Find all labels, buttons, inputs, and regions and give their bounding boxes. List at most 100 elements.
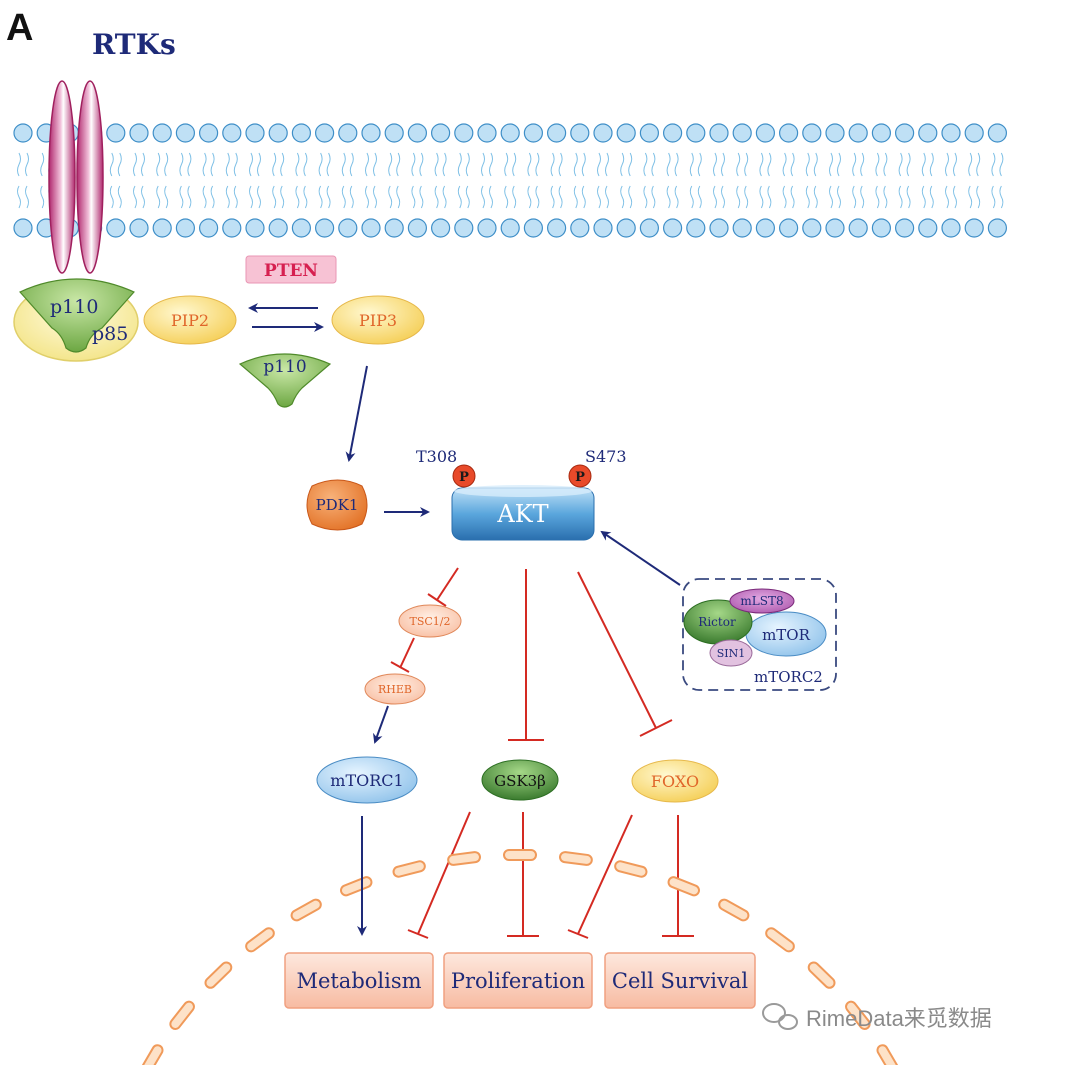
lipid-tail xyxy=(689,152,694,177)
lipid-tail xyxy=(257,185,261,209)
lipid-head xyxy=(802,123,822,143)
pten-box xyxy=(245,255,337,284)
lipid-head xyxy=(686,218,706,238)
lipid-tail xyxy=(388,185,393,209)
lipid-tail xyxy=(512,152,517,177)
lipid-tail xyxy=(991,152,996,177)
tsc-node xyxy=(398,604,462,638)
lipid-head xyxy=(291,218,311,238)
pip2-label: PIP2 xyxy=(171,311,209,330)
inhibition-edges xyxy=(390,567,694,939)
lipid-head xyxy=(662,218,683,238)
lipid-tail xyxy=(573,152,578,177)
lipid-head xyxy=(431,218,451,238)
lipid-tail xyxy=(156,152,161,177)
lipid-head xyxy=(964,218,984,238)
lipid-tail xyxy=(953,152,957,177)
rheb-to-mtorc1-arrow xyxy=(373,705,389,744)
nuclear-envelope-segment xyxy=(340,876,373,897)
lipid-head xyxy=(13,123,33,143)
lipid-head xyxy=(593,218,613,238)
lipid-tail xyxy=(365,185,369,209)
lipid-tail xyxy=(597,152,601,177)
lipid-tail xyxy=(689,185,694,209)
lipid-tail xyxy=(651,185,656,209)
lipid-tail xyxy=(187,152,192,177)
lipid-tail xyxy=(767,185,772,209)
lipid-tail xyxy=(759,185,764,209)
lipid-tail xyxy=(558,152,563,177)
lipid-head xyxy=(732,218,752,238)
lipid-tail xyxy=(813,152,818,177)
rictor-label: Rictor xyxy=(698,615,736,629)
lipid-tail xyxy=(489,185,493,209)
lipid-head xyxy=(407,218,427,238)
lipid-tail xyxy=(349,152,354,177)
lipid-tail xyxy=(373,185,377,209)
pip3-node xyxy=(331,295,425,345)
p110-label: p110 xyxy=(50,296,98,318)
mtorc2-box xyxy=(682,578,837,691)
lipid-tail xyxy=(434,185,439,209)
lipid-head xyxy=(639,218,660,238)
lipid-tail xyxy=(295,152,300,177)
lipid-tail xyxy=(117,152,122,177)
lipid-head xyxy=(778,123,799,143)
lipid-tail xyxy=(875,152,880,177)
lipid-tail xyxy=(898,152,903,177)
lipid-tail xyxy=(280,185,285,209)
lipid-head xyxy=(802,218,822,238)
lipid-tail xyxy=(388,152,393,177)
lipid-tail xyxy=(233,185,238,209)
lipid-tail xyxy=(535,185,540,209)
lipid-tail xyxy=(156,185,161,209)
lipid-head xyxy=(222,123,242,143)
lipid-tail xyxy=(767,152,772,177)
receptor-label: RTKs xyxy=(92,28,176,61)
foxo-label: FOXO xyxy=(651,772,699,791)
lipid-tail xyxy=(411,185,416,209)
lipid-tail xyxy=(419,152,424,177)
lipid-tail xyxy=(179,185,184,209)
pip3-to-pdk1-arrow xyxy=(345,365,368,462)
lipid-head xyxy=(199,218,219,238)
proliferation-box xyxy=(443,952,593,1009)
lipid-tail xyxy=(504,152,509,177)
lipid-tail xyxy=(837,185,841,209)
lipid-tail xyxy=(805,185,810,209)
pip2-node xyxy=(143,295,237,345)
lipid-tail xyxy=(790,152,795,177)
lipid-head xyxy=(546,218,567,238)
lipid-head xyxy=(245,123,265,143)
foxo-node xyxy=(631,759,719,803)
lipid-tail xyxy=(744,152,749,177)
mtorc1-node xyxy=(316,756,418,804)
lipid-head xyxy=(13,218,33,238)
lipid-tail xyxy=(179,152,184,177)
lipid-head xyxy=(454,123,474,143)
lipid-tail xyxy=(465,185,470,209)
lipid-head xyxy=(129,123,149,143)
lipid-tail xyxy=(457,185,462,209)
nuclear-envelope-segment xyxy=(204,961,233,989)
lipid-tail xyxy=(953,185,957,209)
lipid-head xyxy=(871,218,892,238)
lipid-tail xyxy=(929,185,934,209)
lipid-tail xyxy=(790,185,795,209)
lipid-head xyxy=(987,218,1008,238)
akt-node xyxy=(451,485,595,541)
lipid-tail xyxy=(736,152,741,177)
lipid-tail xyxy=(991,185,996,209)
lipid-head xyxy=(500,123,520,143)
gsk3b-node xyxy=(481,759,559,801)
lipid-tail xyxy=(202,185,207,209)
lipid-tail xyxy=(17,152,21,177)
lipid-head xyxy=(477,218,497,238)
lipid-tail xyxy=(860,185,865,209)
cell-survival-label: Cell Survival xyxy=(612,969,749,993)
lipid-tail xyxy=(202,152,207,177)
lipid-head xyxy=(941,123,961,143)
lipid-head xyxy=(778,218,799,238)
lipid-head xyxy=(268,218,288,238)
